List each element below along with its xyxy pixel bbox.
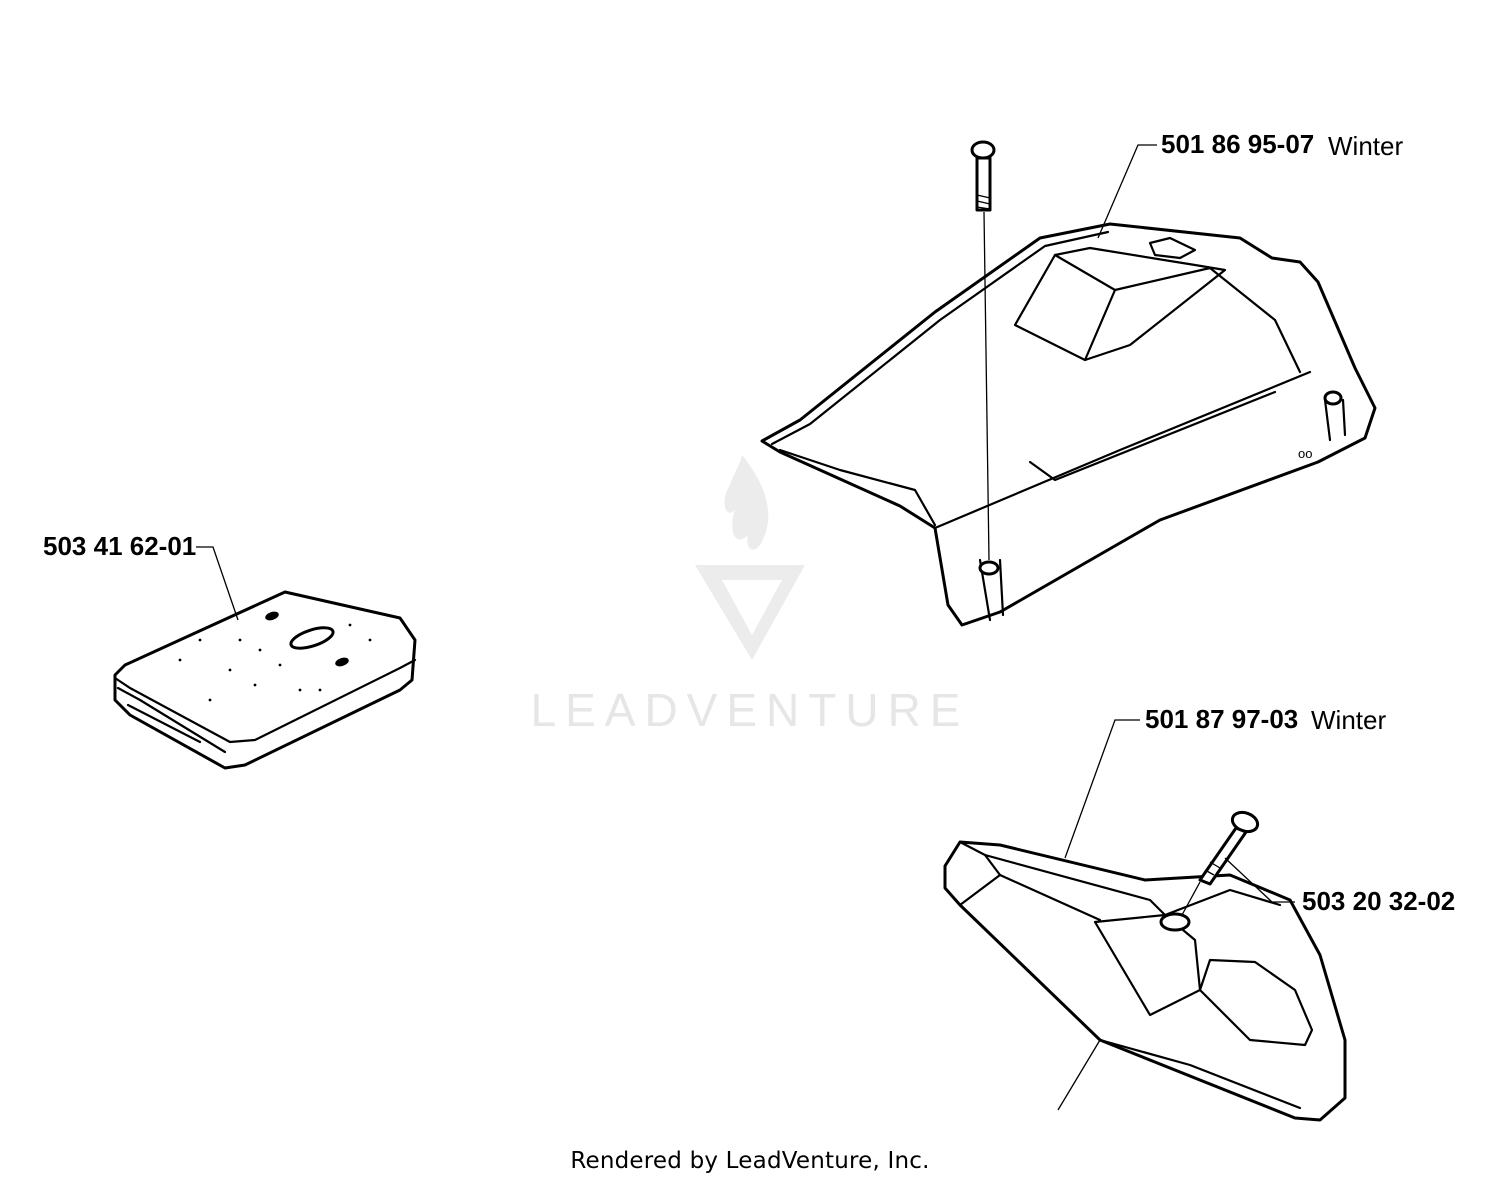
leader-501-87-97-03-lower [1057, 1039, 1101, 1111]
leader-503-41-62-01 [196, 546, 239, 621]
watermark: LEADVENTURE [531, 455, 970, 736]
svg-text:oo: oo [1298, 446, 1312, 461]
watermark-flame-logo [695, 455, 805, 660]
top-cover-drawing: oo [760, 222, 1377, 627]
leader-lines [196, 144, 1295, 1111]
leader-501-86-95-07 [1097, 144, 1157, 239]
lower-cover-drawing [943, 840, 1347, 1122]
part-number-label: 503 41 62-01 [43, 531, 196, 561]
filter-pad-drawing [113, 590, 417, 770]
footer-credit: Rendered by LeadVenture, Inc. [570, 1148, 929, 1174]
lower-cover-bolt [1181, 810, 1260, 916]
part-number-label: 501 87 97-03 [1145, 704, 1298, 734]
top-cover-bolt [970, 140, 996, 561]
leader-501-87-97-03 [1064, 719, 1140, 859]
watermark-text: LEADVENTURE [531, 684, 970, 736]
part-labels: 501 86 95-07 Winter 503 41 62-01 501 87 … [43, 129, 1455, 916]
part-number-label: 501 86 95-07 [1161, 129, 1314, 159]
part-note-label: Winter [1311, 705, 1386, 735]
leader-503-20-32-02 [1224, 857, 1295, 903]
part-note-label: Winter [1328, 131, 1403, 161]
part-number-label: 503 20 32-02 [1302, 886, 1455, 916]
